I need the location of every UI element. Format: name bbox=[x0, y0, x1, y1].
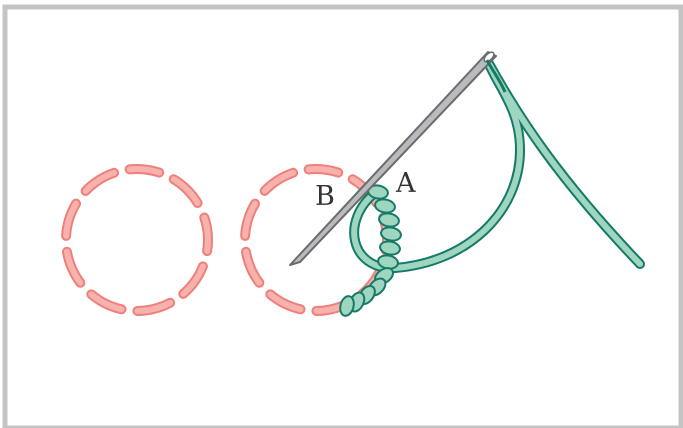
stitch-bead bbox=[339, 295, 355, 317]
needle-icon bbox=[289, 51, 497, 266]
stitch-bead bbox=[378, 212, 400, 228]
stitch-bead bbox=[379, 240, 401, 256]
thread-icon bbox=[349, 55, 645, 274]
stitch-bead bbox=[380, 226, 402, 242]
thread-eye bbox=[485, 59, 507, 93]
point-b-label: B bbox=[315, 181, 335, 212]
outline-circle-left bbox=[61, 164, 213, 316]
point-a-label: A bbox=[395, 168, 416, 199]
stitch-bead bbox=[374, 198, 396, 214]
